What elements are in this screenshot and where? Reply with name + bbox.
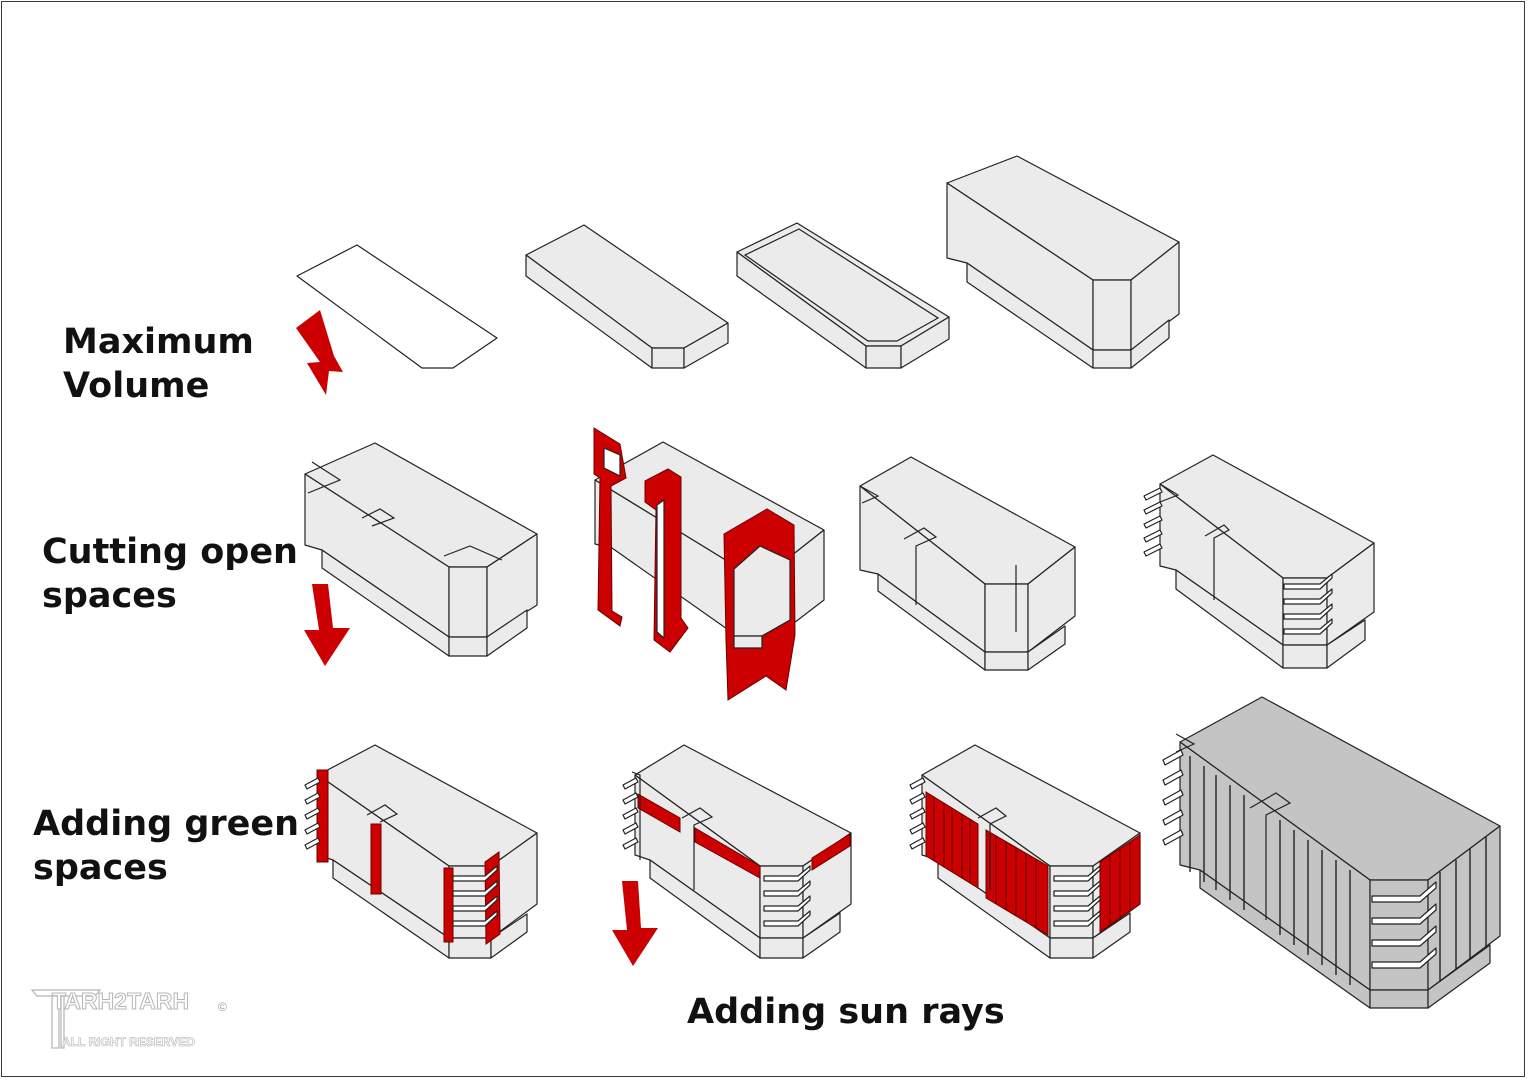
massing-carved: [859, 456, 1076, 671]
louvre-balconies-left: [909, 777, 926, 850]
watermark-brand: TARH2TARH: [51, 988, 190, 1015]
label-maximum-volume-line1: Maximum: [63, 322, 254, 362]
massing-sun-rays-1: [622, 744, 852, 959]
arrow-down-icon: [304, 584, 350, 666]
watermark-rights: ALL RIGHT RESERVED: [62, 1035, 196, 1050]
watermark-copyright: ©: [218, 1000, 227, 1014]
green-balconies-left: [304, 777, 321, 850]
label-maximum-volume-line2: Volume: [63, 366, 210, 406]
label-green-line1: Adding green: [33, 804, 300, 844]
massing-slab-1: [525, 224, 729, 369]
massing-green-strips: [304, 744, 538, 959]
massing-sun-rays-2: [909, 744, 1141, 959]
louvre-lines: [933, 797, 1131, 928]
massing-cut-marks: [304, 442, 538, 657]
label-adding-sun-rays: Adding sun rays: [687, 992, 1005, 1032]
plot-outline: [296, 244, 498, 369]
massing-max-volume: [946, 155, 1180, 369]
arrow-up-icon: [296, 310, 343, 395]
label-cutting-open-spaces: Cutting open spaces: [42, 530, 298, 618]
green-balconies-corner: [452, 865, 498, 927]
final-balconies-left: [1162, 749, 1184, 846]
label-cutting-line2: spaces: [42, 576, 177, 616]
sun-balconies-left: [622, 777, 639, 850]
label-maximum-volume: Maximum Volume: [63, 320, 254, 408]
final-louvre-lines: [1189, 756, 1487, 985]
watermark-logo-icon: [30, 989, 102, 1049]
label-adding-green-spaces: Adding green spaces: [33, 802, 299, 890]
massing-cutting-planes: [593, 427, 825, 701]
massing-balconies: [1143, 454, 1375, 669]
final-balconies-corner: [1371, 881, 1437, 969]
balcony-slabs-corner: [1283, 573, 1333, 635]
sun-balconies-corner: [763, 865, 811, 927]
balcony-slabs-left: [1143, 487, 1163, 557]
label-cutting-line1: Cutting open: [42, 532, 298, 572]
arrow-down-icon-2: [612, 881, 658, 966]
massing-final-building: [1162, 696, 1501, 1009]
label-green-line2: spaces: [33, 848, 168, 888]
massing-slab-2: [736, 222, 950, 369]
louvre-balconies-corner: [1053, 865, 1101, 927]
